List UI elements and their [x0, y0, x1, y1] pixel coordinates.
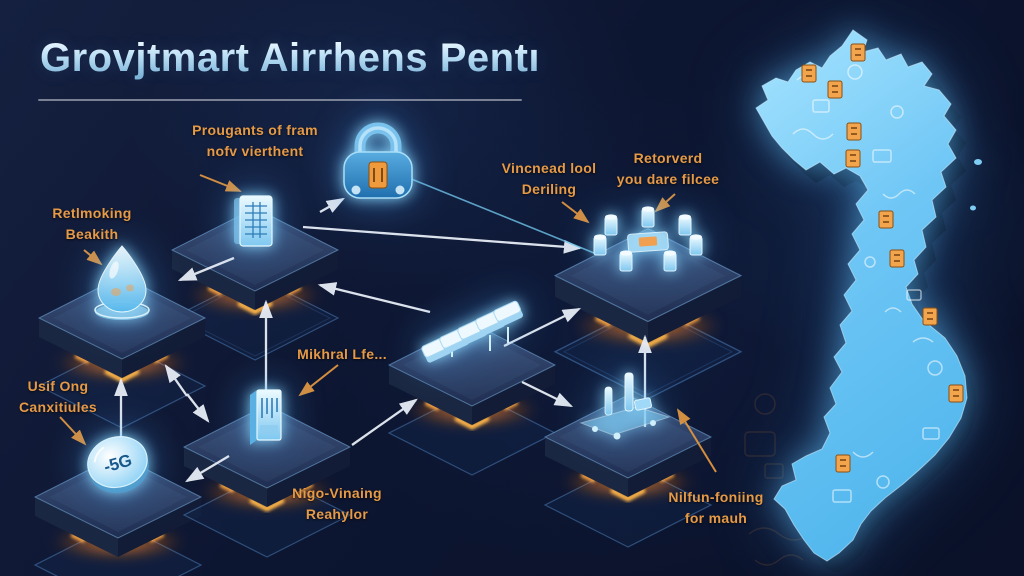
- padlock-icon: [332, 102, 424, 219]
- annotation-usif-ong: Usif Ong Canxitiules: [19, 376, 97, 418]
- platform-5g-disc: [23, 435, 213, 576]
- annotation-line: Deriling: [521, 181, 577, 197]
- annotation-vincnead: Vincnead lool Deriling: [502, 158, 597, 200]
- annotation-line: you dare filcee: [616, 171, 720, 187]
- page-title: Grovjtmart Airrhens Pentı: [40, 36, 541, 80]
- annotation-line: Canxitiules: [19, 399, 97, 415]
- 5g-disc-icon: -5G: [75, 424, 161, 505]
- map-orange-badges: [801, 43, 964, 473]
- annotation-prougants: Prougants of fram nofv vierthent: [192, 120, 318, 162]
- annotation-line: Retorverd: [633, 150, 703, 166]
- vietnam-map: [735, 12, 1020, 572]
- annotation-line: Usif Ong: [27, 378, 89, 394]
- annotation-line: Mikhral Lfe...: [297, 346, 387, 362]
- annotation-line: for mauh: [684, 510, 748, 526]
- map-doodles: [792, 64, 943, 503]
- annotation-retorverd: Retorverd you dare filcee: [617, 148, 720, 190]
- spreadsheet-document-icon: [226, 190, 282, 259]
- server-stack-icon: [412, 293, 532, 376]
- title-underline: [38, 99, 522, 101]
- annotation-line: Prougants of fram: [192, 122, 318, 138]
- standing-book-icon: [236, 383, 294, 454]
- annotation-line: Nigo-Vinaing: [292, 485, 382, 501]
- annotation-line: Vincnead lool: [501, 160, 597, 176]
- annotation-line: Reahylor: [305, 506, 369, 522]
- water-drop-icon: [80, 240, 164, 329]
- annotation-nilfun: Nilfun-foniing for mauh: [668, 487, 763, 529]
- annotation-mikhral: Mikhral Lfe...: [297, 344, 387, 365]
- map-shape: [755, 29, 968, 562]
- annotation-retlmoking: Retlmoking Beakith: [52, 203, 131, 245]
- canister-ring-icon: [578, 197, 718, 288]
- annotation-line: Beakith: [65, 226, 119, 242]
- annotation-line: nofv vierthent: [206, 143, 304, 159]
- map-island: [974, 159, 982, 165]
- map-island: [970, 205, 976, 211]
- antenna-cart-icon: [565, 367, 685, 448]
- annotation-nigo-vinaing: Nigo-Vinaing Reahylor: [292, 483, 382, 525]
- annotation-line: Nilfun-foniing: [668, 489, 764, 505]
- annotation-line: Retlmoking: [52, 205, 132, 221]
